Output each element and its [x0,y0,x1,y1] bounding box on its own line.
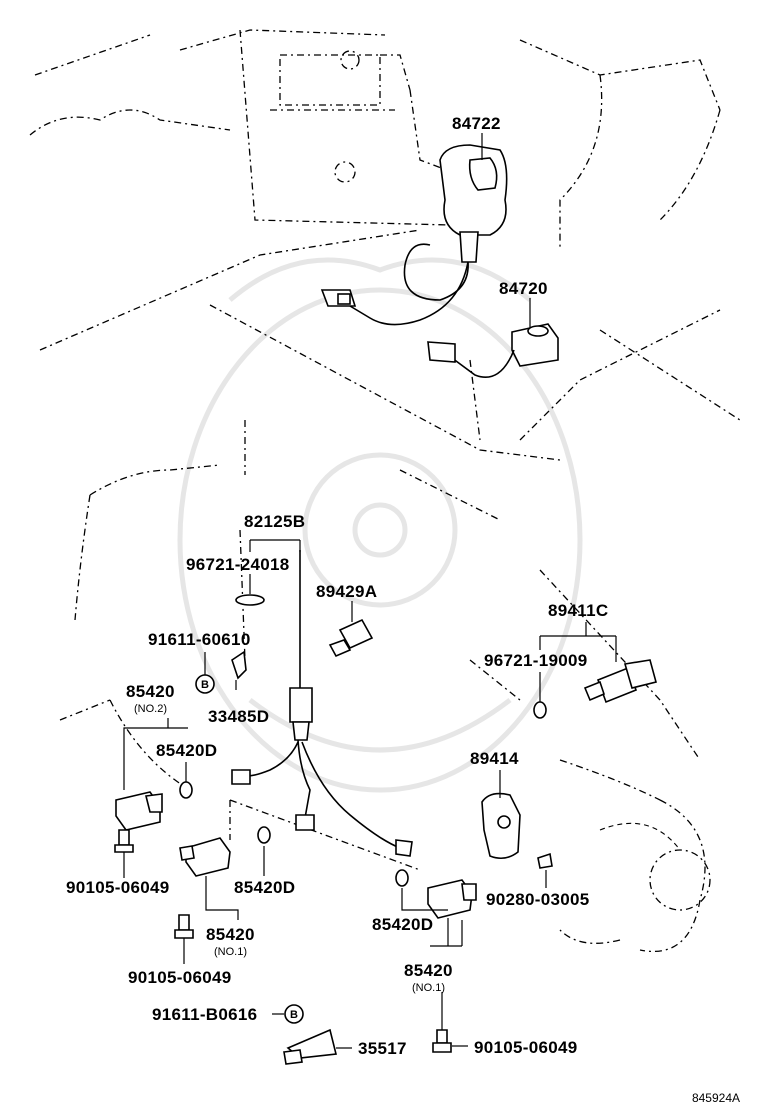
part-84722-sensor [320,144,508,326]
part-89414-sensor [481,792,521,860]
bolt-marker-b-1: B [195,674,215,694]
label-89414: 89414 [470,749,519,768]
part-90280-03005-pin [537,852,553,869]
part-85420-no1-solenoid-right [427,879,477,919]
label-35517: 35517 [358,1039,407,1058]
label-85420D-b: 85420D [234,878,295,897]
part-85420-no1-solenoid-left [179,837,231,877]
part-85420-no2-solenoid [115,791,163,831]
label-no1-a: (NO.1) [214,946,247,958]
label-96721-24018: 96721-24018 [186,555,290,574]
label-85420D-a: 85420D [156,741,217,760]
label-90105-06049-c: 90105-06049 [474,1038,578,1057]
part-89429A-sensor [328,618,374,658]
label-85420-no1-b: 85420 [404,961,453,980]
label-82125B: 82125B [244,512,305,531]
label-no2: (NO.2) [134,703,167,715]
label-91611-B0616: 91611-B0616 [152,1005,257,1024]
bolt-marker-b-2: B [284,1004,304,1024]
label-84722: 84722 [452,114,501,133]
part-35517-bracket [283,1028,337,1065]
watermark-logo [177,257,583,793]
label-89411C: 89411C [548,601,608,620]
bolts-90105-06049 [114,829,452,1053]
diagram-id: 845924A [692,1091,740,1105]
part-89411C-sensor [583,659,657,704]
label-90105-06049-b: 90105-06049 [128,968,232,987]
label-33485D: 33485D [208,707,269,726]
marker-b-label: B [290,1009,298,1021]
gaskets [179,594,547,887]
leader-lines [123,133,617,1049]
label-85420-no2: 85420 [126,682,175,701]
label-90105-06049-a: 90105-06049 [66,878,170,897]
marker-b-label: B [201,679,209,691]
label-96721-19009: 96721-19009 [484,651,588,670]
part-33485D-bracket [231,650,247,680]
label-89429A: 89429A [316,582,377,601]
label-84720: 84720 [499,279,548,298]
label-91611-60610: 91611-60610 [148,630,251,649]
label-85420-no1-a: 85420 [206,925,255,944]
vehicle-body-outline [29,29,741,952]
part-number-labels: 84722 84720 82125B 96721-24018 89429A 91… [66,114,740,1105]
label-90280-03005: 90280-03005 [486,890,590,909]
label-85420D-c: 85420D [372,915,433,934]
label-no1-b: (NO.1) [412,982,445,994]
part-82125B-harness [231,550,413,857]
part-84720-switch [427,323,559,378]
